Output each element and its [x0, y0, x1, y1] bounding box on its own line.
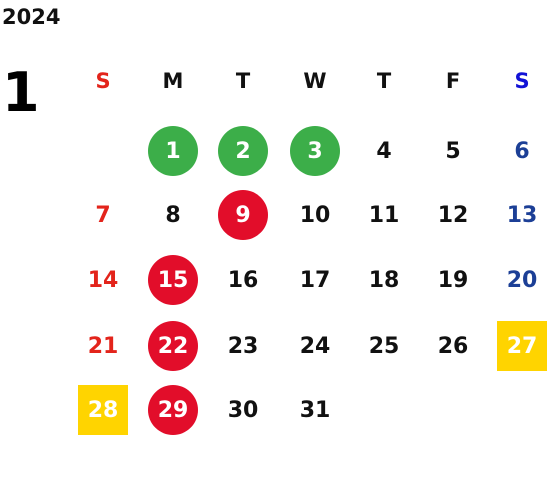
calendar-day-25[interactable]: 25 — [368, 333, 400, 359]
calendar-day-2[interactable]: 2 — [218, 126, 268, 176]
calendar-day-26[interactable]: 26 — [437, 333, 469, 359]
calendar-day-5[interactable]: 5 — [445, 138, 461, 164]
calendar-day-4[interactable]: 4 — [376, 138, 392, 164]
calendar-day-27[interactable]: 27 — [497, 321, 547, 371]
calendar-day-3[interactable]: 3 — [290, 126, 340, 176]
weekday-header-mon: M — [162, 69, 184, 93]
calendar-day-10[interactable]: 10 — [299, 202, 331, 228]
calendar-day-21[interactable]: 21 — [87, 333, 119, 359]
calendar-day-28[interactable]: 28 — [78, 385, 128, 435]
calendar-day-6[interactable]: 6 — [514, 138, 530, 164]
calendar-day-14[interactable]: 14 — [87, 267, 119, 293]
calendar-day-31[interactable]: 31 — [299, 397, 331, 423]
weekday-header-wed: W — [303, 69, 327, 93]
calendar-day-7[interactable]: 7 — [95, 202, 111, 228]
calendar-day-16[interactable]: 16 — [227, 267, 259, 293]
calendar-day-8[interactable]: 8 — [165, 202, 181, 228]
calendar-day-19[interactable]: 19 — [437, 267, 469, 293]
calendar-day-13[interactable]: 13 — [506, 202, 538, 228]
weekday-header-sun: S — [95, 69, 111, 93]
calendar-day-18[interactable]: 18 — [368, 267, 400, 293]
weekday-header-sat: S — [514, 69, 530, 93]
calendar-day-24[interactable]: 24 — [299, 333, 331, 359]
calendar-day-22[interactable]: 22 — [148, 321, 198, 371]
calendar-day-11[interactable]: 11 — [368, 202, 400, 228]
weekday-header-thu: T — [376, 69, 392, 93]
year-label: 2024 — [2, 5, 61, 29]
calendar-day-9[interactable]: 9 — [218, 190, 268, 240]
calendar-day-30[interactable]: 30 — [227, 397, 259, 423]
calendar-day-17[interactable]: 17 — [299, 267, 331, 293]
calendar-day-12[interactable]: 12 — [437, 202, 469, 228]
calendar-day-20[interactable]: 20 — [506, 267, 538, 293]
weekday-header-fri: F — [445, 69, 461, 93]
calendar-day-29[interactable]: 29 — [148, 385, 198, 435]
calendar-day-1[interactable]: 1 — [148, 126, 198, 176]
calendar-day-15[interactable]: 15 — [148, 255, 198, 305]
month-number: 1 — [2, 61, 40, 124]
calendar-day-23[interactable]: 23 — [227, 333, 259, 359]
weekday-header-tue: T — [235, 69, 251, 93]
